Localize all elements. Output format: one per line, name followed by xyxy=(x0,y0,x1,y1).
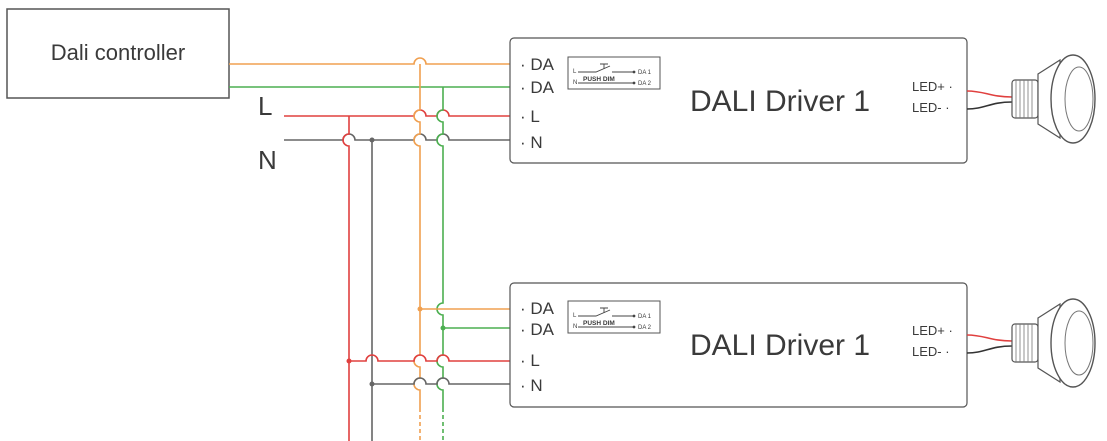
junction-dot xyxy=(440,325,446,331)
wires xyxy=(229,57,510,441)
switch-node xyxy=(632,325,636,329)
switch-caption: PUSH DIM xyxy=(583,320,615,327)
switch-da2-label: DA 2 xyxy=(638,81,652,87)
wire-neutral-main xyxy=(284,133,510,141)
switch-button xyxy=(600,63,608,69)
led-plus-wire xyxy=(966,90,1013,98)
switch-box xyxy=(567,300,661,334)
driver-2: · DA · DA · L · N L N DA 1 DA 2 PUSH DIM… xyxy=(509,282,968,408)
switch-l-label: L xyxy=(573,313,577,319)
terminal-neutral: · N xyxy=(520,376,543,395)
led-minus-label: LED- · xyxy=(912,100,950,115)
led-plus-wire xyxy=(966,334,1013,342)
led-minus-wire xyxy=(966,345,1013,354)
switch-da1-label: DA 1 xyxy=(638,70,652,76)
terminal-neutral: · N xyxy=(520,133,543,152)
dali-controller: Dali controller xyxy=(6,8,230,99)
switch-node xyxy=(632,70,636,74)
switch-l-label: L xyxy=(573,69,577,75)
switch-da1-label: DA 1 xyxy=(638,314,652,320)
led-lamp-1 xyxy=(966,54,1096,144)
switch-symbol xyxy=(578,65,634,73)
terminal-line: · L xyxy=(520,351,540,370)
lamp-fins xyxy=(1015,324,1033,362)
wire-line-riser xyxy=(342,116,350,441)
controller-box xyxy=(6,8,230,99)
switch-button xyxy=(600,307,608,313)
lamp-fins xyxy=(1015,80,1033,118)
junctions xyxy=(346,137,446,387)
controller-label: Dali controller xyxy=(51,40,186,65)
switch-da2-label: DA 2 xyxy=(638,325,652,331)
led-lamp-2 xyxy=(966,298,1096,388)
led-minus-wire xyxy=(966,101,1013,110)
wire-line-main xyxy=(284,109,510,117)
line-label: L xyxy=(258,91,272,121)
junction-dot xyxy=(369,137,375,143)
terminal-da1: · DA xyxy=(520,55,555,74)
push-dim-switch: L N DA 1 DA 2 PUSH DIM xyxy=(567,56,661,90)
driver-name: DALI Driver 1 xyxy=(690,85,870,118)
junction-dot xyxy=(417,306,423,312)
terminal-da2: · DA xyxy=(520,320,555,339)
switch-n-label: N xyxy=(573,80,577,86)
wire-da1-main xyxy=(229,57,510,65)
neutral-label: N xyxy=(258,145,277,175)
switch-node xyxy=(632,314,636,318)
driver-name: DALI Driver 1 xyxy=(690,329,870,362)
wire-neutral-branch xyxy=(372,377,510,385)
terminal-da2: · DA xyxy=(520,78,555,97)
led-minus-label: LED- · xyxy=(912,344,950,359)
switch-n-label: N xyxy=(573,324,577,330)
terminal-da1: · DA xyxy=(520,299,555,318)
led-plus-label: LED+ · xyxy=(912,79,953,94)
junction-dot xyxy=(346,358,352,364)
switch-box xyxy=(567,56,661,90)
push-dim-switch: L N DA 1 DA 2 PUSH DIM xyxy=(567,300,661,334)
lamp-lens xyxy=(1064,66,1094,132)
switch-node xyxy=(632,81,636,85)
switch-symbol xyxy=(578,309,634,317)
junction-dot xyxy=(369,381,375,387)
lamp-lens xyxy=(1064,310,1094,376)
terminal-line: · L xyxy=(520,107,540,126)
wire-line-branch xyxy=(349,354,510,362)
switch-caption: PUSH DIM xyxy=(583,76,615,83)
driver-1: · DA · DA · L · N L N DA 1 DA 2 PUSH DIM… xyxy=(509,37,968,164)
led-plus-label: LED+ · xyxy=(912,323,953,338)
